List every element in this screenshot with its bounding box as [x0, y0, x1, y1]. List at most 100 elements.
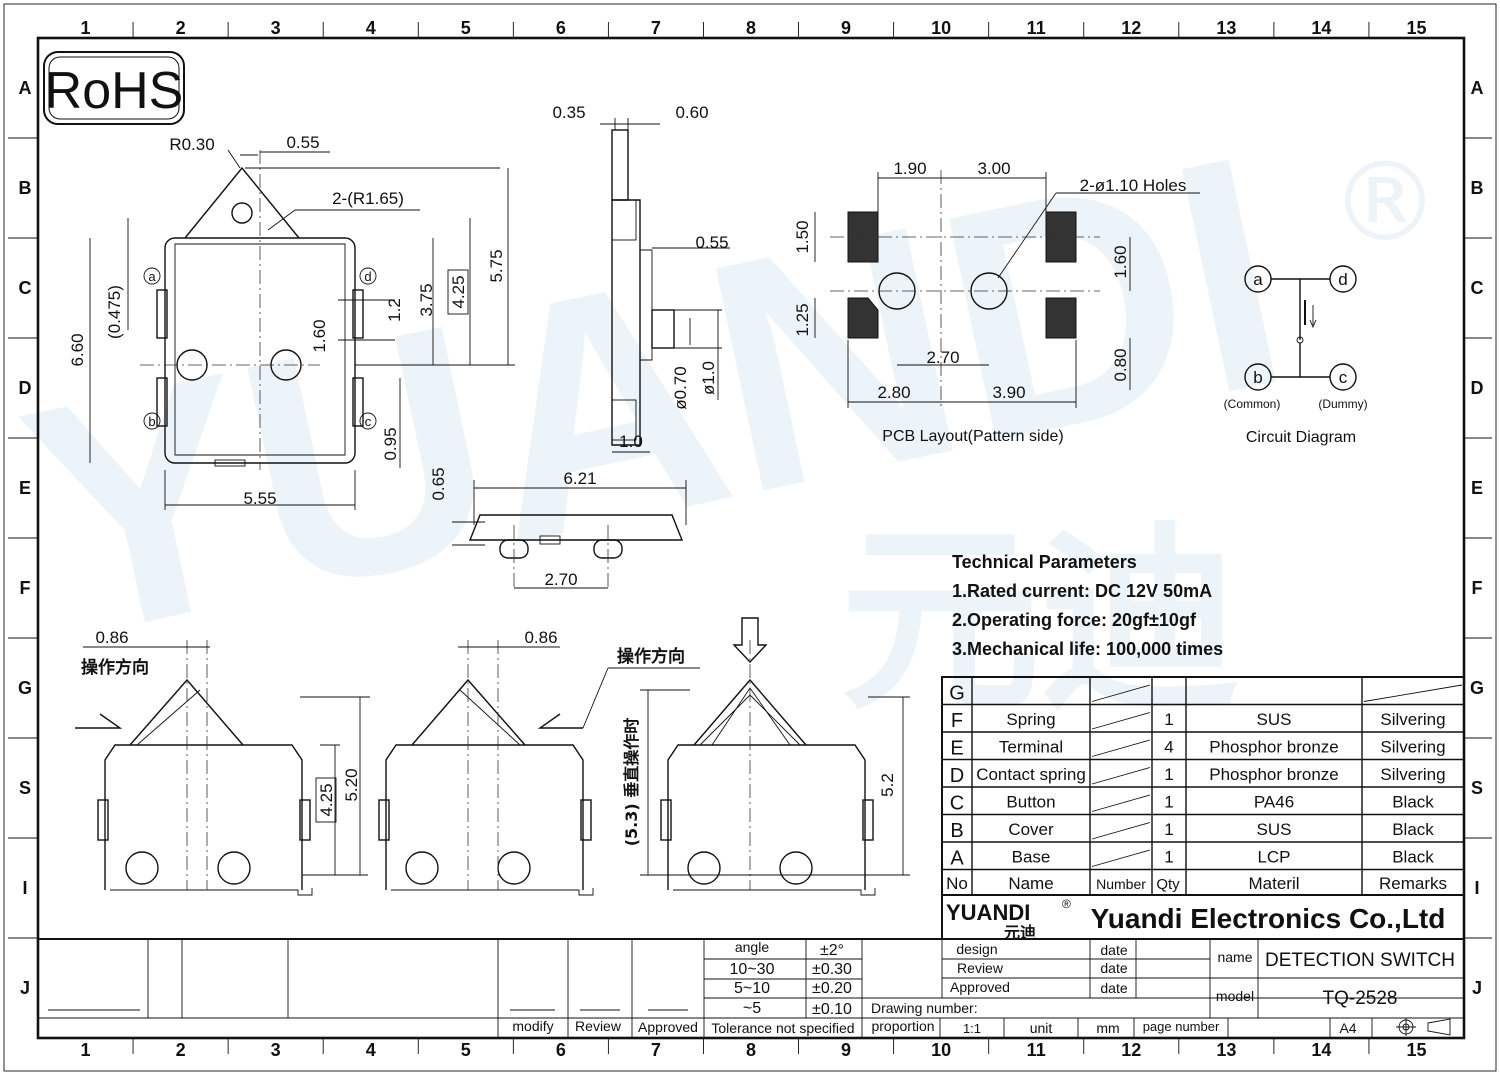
dim-270-pcb: 2.70 — [926, 348, 959, 367]
grid-col-bottom-15: 15 — [1406, 1040, 1426, 1060]
tb-range1: 10~30 — [730, 961, 775, 978]
grid-row-left-G: G — [18, 678, 32, 698]
grid-row-right-F: F — [1472, 578, 1483, 598]
tb-design: design — [956, 941, 997, 957]
dim-190: 1.90 — [893, 159, 926, 178]
dim-0475: (0.475) — [105, 285, 124, 339]
bom-qty: 4 — [1164, 738, 1173, 757]
bom-number-slash — [1091, 712, 1151, 730]
tb-review: Review — [575, 1018, 622, 1034]
dim-160: 1.60 — [310, 319, 329, 352]
tb-proportion: proportion — [871, 1018, 934, 1034]
bom-name: Button — [1006, 793, 1055, 812]
bom-header-qty: Qty — [1156, 876, 1180, 893]
circuit-d: d — [1338, 270, 1347, 289]
dim-055-side: 0.55 — [695, 233, 728, 252]
tb-range2: 5~10 — [734, 980, 770, 997]
grid-col-top-10: 10 — [931, 18, 951, 38]
bom-name: Contact spring — [976, 765, 1086, 784]
dim-390: 3.90 — [992, 383, 1025, 402]
dim-10: 1.0 — [619, 432, 643, 451]
grid-col-bottom-7: 7 — [651, 1040, 661, 1060]
tb-angle-tol: ±2° — [820, 942, 844, 959]
grid-col-bottom-3: 3 — [271, 1040, 281, 1060]
bom-name: Cover — [1008, 820, 1054, 839]
bom-name: Base — [1012, 848, 1051, 867]
pcb-layout: 1.90 3.00 2-ø1.10 Holes 1.50 1.60 1.25 0… — [793, 159, 1200, 445]
bom-header-name: Name — [1008, 874, 1053, 893]
grid-col-top-9: 9 — [841, 18, 851, 38]
grid-row-left-D: D — [19, 378, 32, 398]
grid-row-right-S: S — [1471, 778, 1483, 798]
dim-150: 1.50 — [793, 220, 812, 253]
vertical-op-label: (5.3) 垂直操作时 — [622, 718, 641, 847]
direction-label-left: 操作方向 — [81, 657, 149, 678]
tb-name-label: name — [1217, 949, 1252, 965]
title-block: angle ±2° 10~30 ±0.30 5~10 ±0.20 ~5 ±0.1… — [37, 938, 1465, 1039]
dim-r030: R0.30 — [169, 135, 214, 154]
bom-number-slash — [1091, 767, 1151, 785]
grid-col-bottom-2: 2 — [176, 1040, 186, 1060]
technical-parameters: Technical Parameters 1.Rated current: DC… — [952, 552, 1223, 659]
grid-col-bottom-1: 1 — [81, 1040, 91, 1060]
watermark: YUANDI 元迪 ® — [0, 85, 1440, 738]
bom-material: PA46 — [1254, 793, 1294, 812]
dim-holes: 2-ø1.10 Holes — [1080, 176, 1187, 195]
bom-number-slash — [1091, 822, 1151, 840]
bom-no: B — [950, 820, 963, 842]
grid-row-left-I: I — [22, 878, 27, 898]
bom-number-slash — [1091, 684, 1151, 702]
bom-header-number: Number — [1096, 876, 1146, 892]
dim-060: 0.60 — [675, 103, 708, 122]
bom-qty: 1 — [1164, 710, 1173, 729]
tb-page-number: page number — [1143, 1019, 1220, 1034]
tb-tol2: ±0.20 — [812, 980, 852, 997]
grid-col-bottom-10: 10 — [931, 1040, 951, 1060]
tb-range3: ~5 — [743, 1000, 761, 1017]
bom-header-no: No — [946, 874, 968, 893]
bom-remarks: Black — [1392, 793, 1434, 812]
grid-col-bottom-4: 4 — [366, 1040, 376, 1060]
grid-row-left-E: E — [19, 478, 31, 498]
grid-columns: 1122334455667788991010111112121313141415… — [81, 18, 1427, 1060]
company-block: YUANDI ® 元迪 Yuandi Electronics Co.,Ltd — [941, 894, 1465, 942]
bom-number-slash — [1091, 739, 1151, 757]
grid-col-top-6: 6 — [556, 18, 566, 38]
tb-scale: 1:1 — [963, 1021, 981, 1036]
dim-621: 6.21 — [563, 469, 596, 488]
bottom-view: 6.21 0.65 2.70 — [429, 467, 687, 590]
watermark-chinese: 元迪 — [840, 505, 1240, 738]
grid-col-top-15: 15 — [1406, 18, 1426, 38]
tb-tol1: ±0.30 — [812, 961, 852, 978]
bom-no: E — [950, 738, 963, 760]
projection-symbol-icon — [1396, 1018, 1451, 1036]
bom-name: Terminal — [999, 738, 1063, 757]
grid-col-bottom-14: 14 — [1311, 1040, 1331, 1060]
company-name: Yuandi Electronics Co.,Ltd — [1091, 903, 1446, 934]
bom-no: F — [951, 710, 963, 732]
rohs-logo: RoHS — [43, 51, 185, 125]
tb-modify: modify — [512, 1018, 553, 1034]
tb-date2: date — [1100, 960, 1127, 976]
grid-col-bottom-5: 5 — [461, 1040, 471, 1060]
tb-approved: Approved — [638, 1019, 698, 1035]
terminal-a-label: a — [148, 269, 156, 284]
bom-material: Phosphor bronze — [1209, 738, 1338, 757]
watermark-registered: ® — [1330, 138, 1440, 266]
grid-row-left-A: A — [19, 78, 32, 98]
terminal-d-label: d — [364, 269, 371, 284]
dim-2r165: 2-(R1.65) — [332, 189, 404, 208]
bom-no: D — [950, 765, 964, 787]
bom-remarks: Black — [1392, 848, 1434, 867]
grid-row-right-G: G — [1470, 678, 1484, 698]
rohs-text: RoHS — [45, 62, 184, 120]
terminal-b-label: b — [148, 414, 155, 429]
dim-280: 2.80 — [877, 383, 910, 402]
dim-425: 4.25 — [449, 275, 468, 308]
side-view: 0.35 0.60 0.55 ø0.70 ø1.0 1.0 — [552, 103, 730, 453]
dim-555: 5.55 — [243, 489, 276, 508]
grid-col-top-7: 7 — [651, 18, 661, 38]
dim-52: 5.2 — [878, 773, 897, 797]
dim-660: 6.60 — [68, 333, 87, 366]
